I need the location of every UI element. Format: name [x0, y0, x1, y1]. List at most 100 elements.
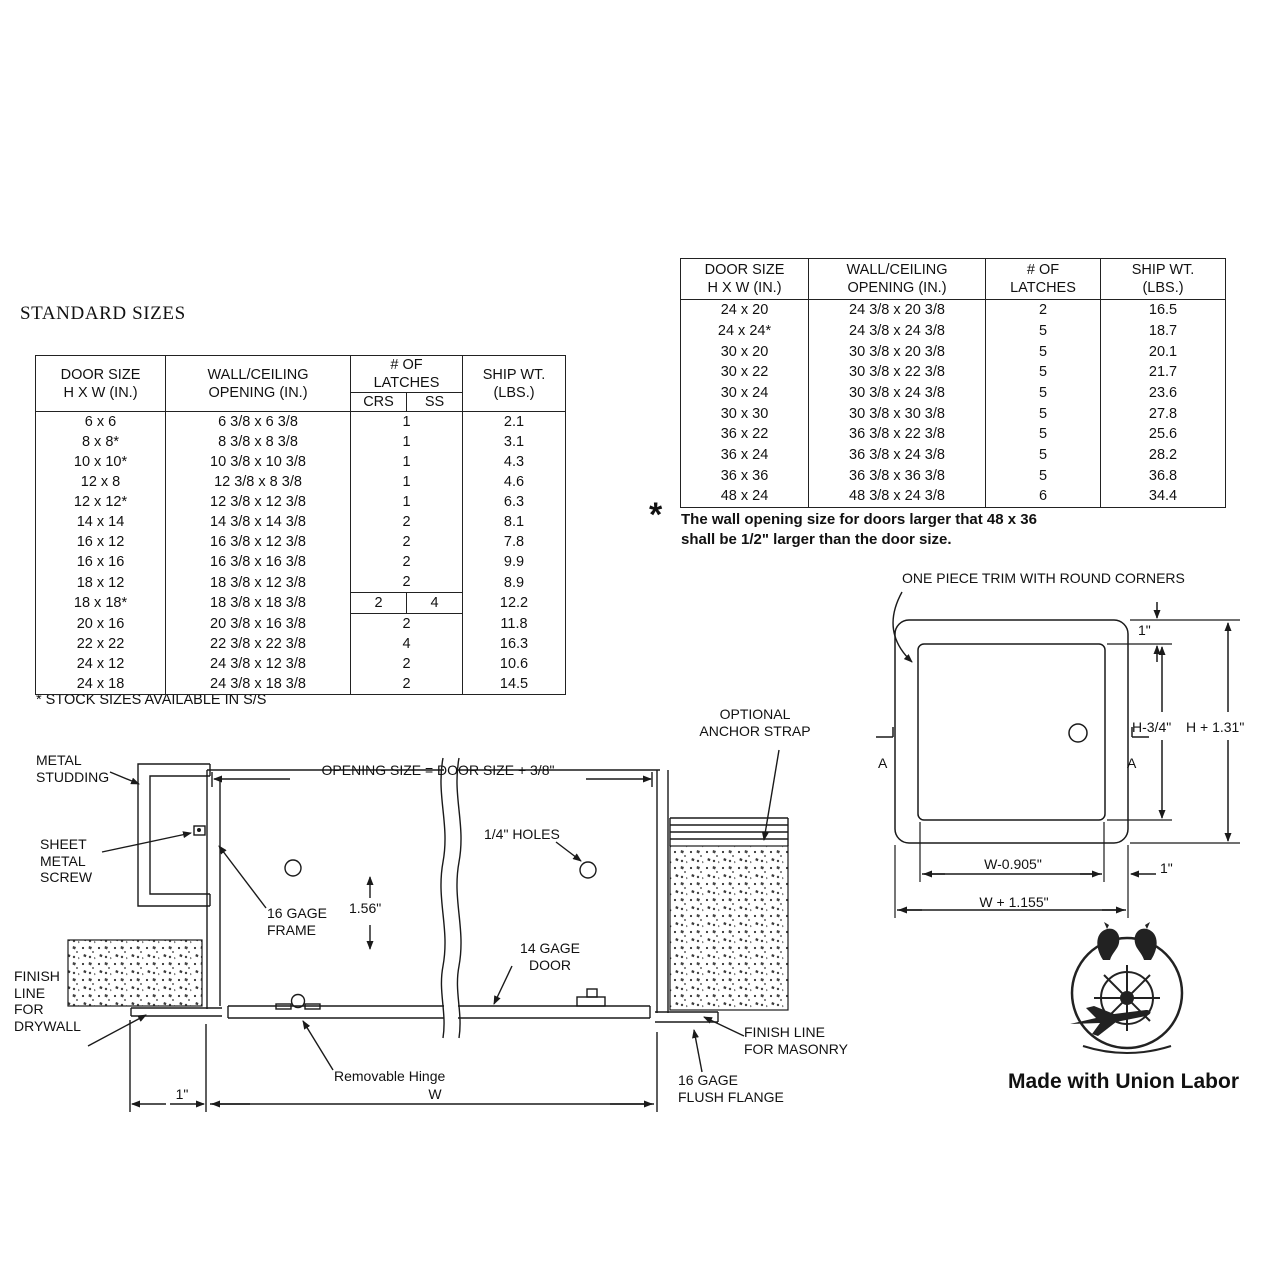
- table-cell: 5: [985, 444, 1101, 466]
- label-section-a-right: A: [1127, 755, 1137, 771]
- label-opening-size: OPENING SIZE = DOOR SIZE + 3/8": [321, 762, 555, 778]
- table-cell: 14 x 14: [35, 512, 166, 533]
- label-dim-h-minus-34: H-3/4": [1132, 719, 1172, 735]
- table-header: DOOR SIZE H X W (IN.) WALL/CEILING OPENI…: [35, 355, 566, 413]
- table-cell: 16.3: [499, 636, 529, 653]
- table-cell: 12 3/8 x 12 3/8: [165, 492, 351, 513]
- col-header-latches: # OF LATCHES: [350, 355, 463, 394]
- table-cell: 34.4: [1148, 488, 1178, 505]
- label-dim-1-inch-top: 1": [1138, 622, 1151, 638]
- label-dim-w: W: [428, 1086, 442, 1102]
- label-dim-1-56: 1.56": [349, 900, 382, 916]
- table-cell: 23.6: [1148, 385, 1178, 402]
- label-dim-1-inch-left: 1": [175, 1086, 189, 1102]
- front-view-diagram: [876, 591, 1240, 918]
- col-header-door-size: DOOR SIZE H X W (IN.): [35, 355, 166, 413]
- table-cell: 16 x 12: [35, 532, 166, 553]
- table-cell: 24 3/8 x 20 3/8: [808, 299, 986, 321]
- table-cell: 5: [985, 382, 1101, 404]
- table-cell: 12 x 12*: [35, 492, 166, 513]
- table-cell: 16 3/8 x 16 3/8: [165, 552, 351, 573]
- table-cell: 8.9: [503, 574, 525, 591]
- label-optional-anchor-strap: OPTIONAL ANCHOR STRAP: [699, 706, 811, 739]
- table-cell: 6 x 6: [35, 411, 166, 433]
- table-cell: 11.8: [500, 616, 528, 633]
- table-cell: 5: [985, 341, 1101, 363]
- table-cell: 22 x 22: [35, 634, 166, 655]
- table-cell: 18.7: [1148, 322, 1178, 339]
- table-cell: 5: [985, 465, 1101, 487]
- table-cell: 24 3/8 x 12 3/8: [165, 654, 351, 675]
- label-removable-hinge: Removable Hinge: [334, 1068, 446, 1084]
- table-cell: 2: [985, 299, 1101, 321]
- table-cell: 36 3/8 x 22 3/8: [808, 424, 986, 445]
- table-cell: 16.5: [1148, 302, 1178, 319]
- label-quarter-inch-holes: 1/4" HOLES: [484, 826, 560, 842]
- table-cell: 30 3/8 x 22 3/8: [808, 362, 986, 383]
- standard-sizes-table-right-wrap: DOOR SIZE H X W (IN.) WALL/CEILING OPENI…: [680, 258, 1226, 508]
- label-one-piece-trim: ONE PIECE TRIM WITH ROUND CORNERS: [902, 570, 1185, 586]
- col-header-opening: WALL/CEILING OPENING (IN.): [808, 258, 986, 300]
- table-cell: 48 x 24: [680, 486, 809, 508]
- table-cell: 2: [350, 613, 463, 635]
- label-16-gage-frame: 16 GAGE FRAME: [267, 905, 327, 938]
- table-cell: 25.6: [1148, 426, 1178, 443]
- table-cell: 36 x 22: [680, 424, 809, 445]
- table-cell: 30 x 24: [680, 382, 809, 404]
- table-cell: 28.2: [1148, 447, 1178, 464]
- table-cell: 30 3/8 x 20 3/8: [808, 341, 986, 363]
- table-cell: 2: [350, 532, 463, 553]
- table-cell: 20 x 16: [35, 613, 166, 635]
- table-cell: 5: [985, 403, 1101, 425]
- table-cell: 14.5: [499, 676, 529, 693]
- table-cell: 2: [350, 654, 463, 675]
- table-cell: 24 3/8 x 18 3/8: [165, 674, 351, 695]
- table-cell: 27.8: [1148, 405, 1178, 422]
- table-cell: 16 3/8 x 12 3/8: [165, 532, 351, 553]
- label-metal-studding: METAL STUDDING: [36, 752, 110, 785]
- table-cell: 4.6: [503, 474, 525, 491]
- table-cell: 12.2: [499, 595, 529, 612]
- table-cell: 1: [350, 492, 463, 513]
- table-cell: 8.1: [503, 514, 525, 531]
- table-cell: 3.1: [503, 434, 525, 451]
- wall-opening-note: The wall opening size for doors larger t…: [681, 511, 1037, 549]
- table-cell: 24 x 20: [680, 299, 809, 321]
- label-finish-line-drywall: FINISH LINE FOR DRYWALL: [14, 968, 81, 1034]
- standard-sizes-table-left: DOOR SIZE H X W (IN.) WALL/CEILING OPENI…: [35, 355, 566, 696]
- table-cell: 16 x 16: [35, 552, 166, 573]
- table-cell: 1: [350, 452, 463, 473]
- table-cell: 8 3/8 x 8 3/8: [165, 432, 351, 453]
- label-dim-w-plus-1155: W + 1.155": [979, 894, 1049, 910]
- page-title: STANDARD SIZES: [20, 303, 186, 324]
- table-cell: 20.1: [1148, 343, 1178, 360]
- table-cell: 5: [985, 424, 1101, 445]
- table-cell: 7.8: [503, 534, 525, 551]
- table-cell: 9.9: [503, 554, 525, 571]
- table-cell: 48 3/8 x 24 3/8: [808, 486, 986, 508]
- table-cell: 20 3/8 x 16 3/8: [165, 613, 351, 635]
- table-cell: 24 x 12: [35, 654, 166, 675]
- label-finish-line-masonry: FINISH LINE FOR MASONRY: [744, 1024, 848, 1057]
- col-header-door-size: DOOR SIZE H X W (IN.): [680, 258, 809, 300]
- table-cell: 36 x 36: [680, 465, 809, 487]
- table-cell: 36 3/8 x 36 3/8: [808, 465, 986, 487]
- table-cell: 30 3/8 x 24 3/8: [808, 382, 986, 404]
- table-cell: 2: [350, 512, 463, 533]
- table-cell: 10 3/8 x 10 3/8: [165, 452, 351, 473]
- label-dim-h-plus-131: H + 1.31": [1186, 719, 1245, 735]
